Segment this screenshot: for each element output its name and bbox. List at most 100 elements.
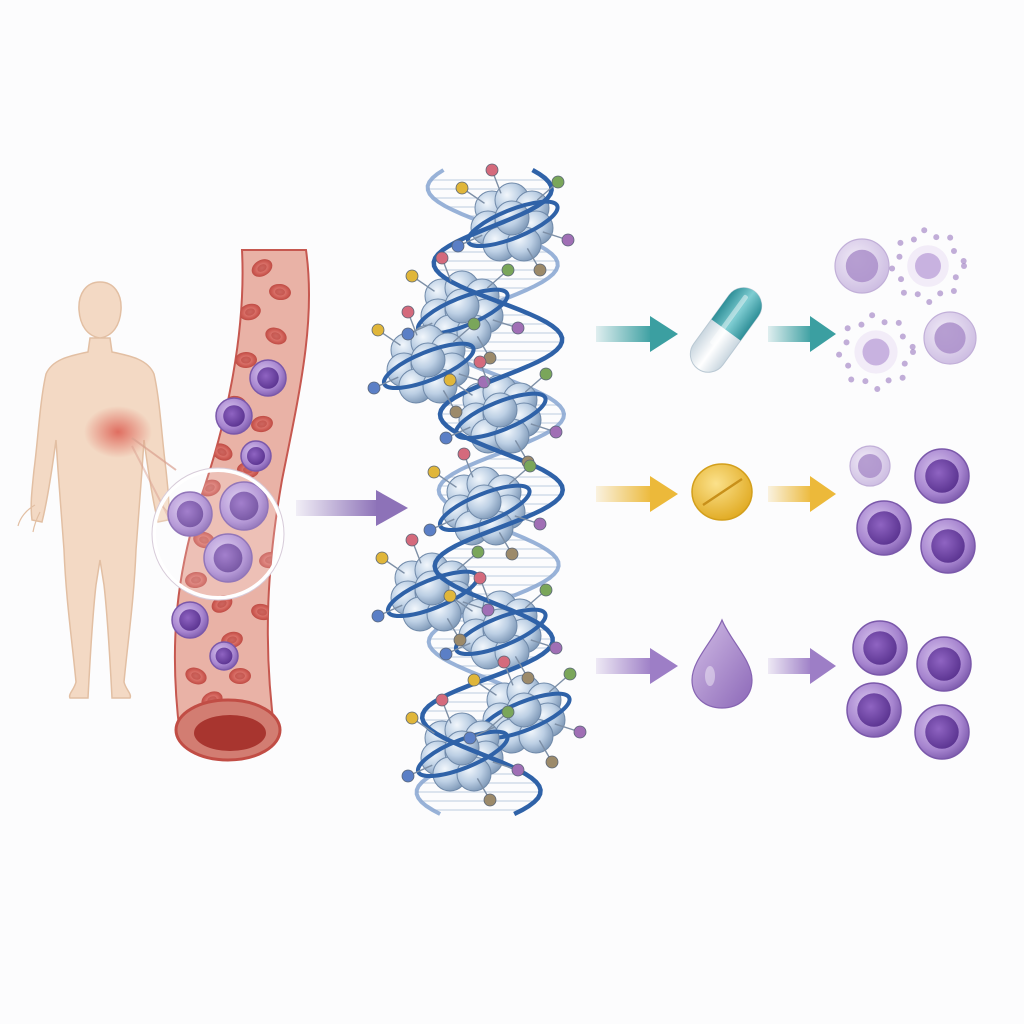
red-blood-cell [229, 667, 251, 685]
histone-mark [473, 355, 487, 369]
capsule-icon [689, 287, 763, 373]
blood-vessel-icon [167, 249, 311, 762]
healthy-cell [914, 448, 970, 504]
healthy-cell [916, 636, 972, 692]
disintegrating-cell [889, 227, 967, 305]
white-blood-cell [240, 440, 272, 472]
histone-mark [401, 769, 415, 783]
histone-mark [463, 731, 477, 745]
white-blood-cell [171, 601, 209, 639]
healthy-cell [914, 704, 970, 760]
pathway-drop [596, 618, 972, 760]
arrow-yellow-out [768, 476, 836, 512]
red-blood-cell [235, 351, 257, 369]
histone-mark [375, 551, 389, 565]
histone-mark [483, 793, 497, 807]
histone-mark [443, 589, 457, 603]
histone-mark [533, 517, 547, 531]
white-blood-cell [209, 641, 239, 671]
inflammation-spot [84, 406, 152, 458]
histone-mark [453, 633, 467, 647]
histone-mark [473, 571, 487, 585]
red-blood-cell [251, 415, 273, 433]
red-blood-cell [185, 667, 207, 685]
histone-mark [405, 269, 419, 283]
nucleosome [381, 324, 476, 404]
arrow-teal-in [596, 316, 678, 352]
healthy-cell [920, 518, 976, 574]
histone-mark [497, 655, 511, 669]
histone-mark [471, 545, 485, 559]
healthy-cell [856, 500, 912, 556]
histone-mark [561, 233, 575, 247]
histone-mark [545, 755, 559, 769]
histone-marks [367, 163, 587, 807]
white-blood-cell [249, 359, 287, 397]
healthy-cell [852, 620, 908, 676]
tablet-icon [691, 463, 753, 521]
white-blood-cell [167, 491, 213, 537]
histone-mark [533, 263, 547, 277]
histone-mark [467, 673, 481, 687]
histone-mark [449, 405, 463, 419]
histone-mark [443, 373, 457, 387]
histone-mark [423, 523, 437, 537]
red-blood-cell [269, 283, 291, 301]
histone-mark [523, 459, 537, 473]
red-blood-cell [211, 443, 233, 461]
histone-mark [563, 667, 577, 681]
histone-mark [371, 323, 385, 337]
histone-mark [405, 533, 419, 547]
histone-mark [401, 305, 415, 319]
red-blood-cell [185, 571, 207, 589]
pathway-tablet [596, 445, 976, 574]
histone-mark [467, 317, 481, 331]
histone-mark [511, 763, 525, 777]
arrow-to-chromatin [296, 490, 408, 526]
red-blood-cell [251, 603, 273, 621]
patient-figure-icon [17, 281, 175, 699]
histone-mark [511, 321, 525, 335]
histone-mark [367, 381, 381, 395]
histone-mark [549, 641, 563, 655]
histone-mark [501, 263, 515, 277]
histone-mark [371, 609, 385, 623]
histone-mark [539, 583, 553, 597]
histone-mark [481, 603, 495, 617]
nucleosome [453, 374, 548, 454]
histone-mark [539, 367, 553, 381]
white-blood-cell [203, 533, 253, 583]
histone-mark [457, 447, 471, 461]
arrow-violet-out [768, 648, 836, 684]
arrow-teal-out [768, 316, 836, 352]
vessel-lumen [194, 715, 266, 751]
outcome-cells-tablet [849, 445, 976, 574]
healthy-cell [846, 682, 902, 738]
red-blood-cell [239, 303, 261, 321]
faded-cell [849, 445, 891, 487]
nucleosome [453, 590, 548, 670]
dna-strand-front [419, 168, 565, 817]
pathway-capsule [596, 227, 977, 392]
faded-cell [834, 238, 890, 294]
arrow-yellow-in [596, 476, 678, 512]
histone-mark [439, 647, 453, 661]
histone-mark [405, 711, 419, 725]
faded-cell [923, 311, 977, 365]
histone-mark [435, 251, 449, 265]
red-blood-cell [251, 259, 273, 277]
white-blood-cell [215, 397, 253, 435]
histone-mark [501, 705, 515, 719]
white-blood-cells [167, 359, 287, 671]
histone-mark [401, 327, 415, 341]
histone-mark [505, 547, 519, 561]
histone-mark [435, 693, 449, 707]
outcome-cells-drop [846, 620, 972, 760]
histone-mark [451, 239, 465, 253]
histone-mark [427, 465, 441, 479]
histone-mark [551, 175, 565, 189]
histone-mark [573, 725, 587, 739]
chromatin-nucleosome-icon [367, 163, 587, 817]
histone-mark [485, 163, 499, 177]
